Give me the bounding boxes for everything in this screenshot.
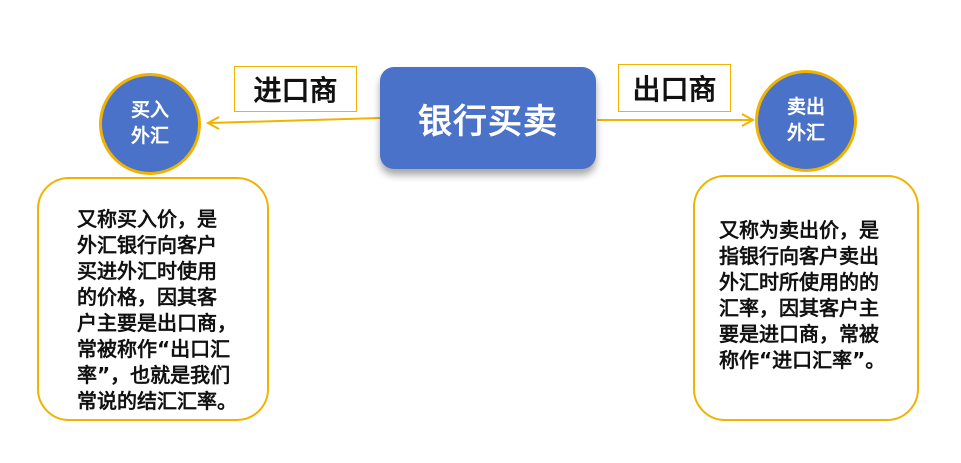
sell-desc-line: 要是进口商，常被 <box>719 322 879 346</box>
buy-rate-description: 又称买入价，是 外汇银行向客户 买进外汇时使用 的价格，因其客 户主要是出口商，… <box>37 177 269 421</box>
sell-desc-line: 称作“进口汇率”。 <box>719 348 886 372</box>
bank-trading-node: 银行买卖 <box>380 67 596 169</box>
sell-forex-line-2: 外汇 <box>786 122 825 144</box>
buy-desc-line: 外汇银行向客户 <box>77 233 217 257</box>
buy-desc-line: 常说的结汇汇率。 <box>77 389 237 413</box>
buy-desc-line: 的价格，因其客 <box>77 285 217 309</box>
sell-desc-line: 汇率，因其客户主 <box>719 296 879 320</box>
buy-forex-node: 买入 外汇 <box>99 73 201 175</box>
buy-forex-line-1: 买入 <box>130 99 169 122</box>
buy-desc-line: 率”，也就是我们 <box>77 363 231 387</box>
buy-desc-line: 又称买入价，是 <box>77 207 217 231</box>
sell-desc-line: 又称为卖出价，是 <box>719 218 879 242</box>
sell-forex-node: 卖出 外汇 <box>755 70 857 172</box>
importer-label-text: 进口商 <box>253 74 338 107</box>
arrow-to-buy-node <box>209 117 381 124</box>
arrowhead-left <box>205 116 220 130</box>
buy-desc-line: 常被称作“出口汇 <box>77 337 231 361</box>
importer-edge-label: 进口商 <box>234 66 357 112</box>
sell-forex-line-1: 卖出 <box>786 96 825 119</box>
arrowhead-right <box>741 113 756 127</box>
bank-trading-label: 银行买卖 <box>418 101 558 142</box>
buy-desc-line: 买进外汇时使用 <box>77 259 217 283</box>
sell-desc-line: 外汇时所使用的的 <box>719 270 879 294</box>
exporter-edge-label: 出口商 <box>618 64 731 112</box>
sell-desc-line: 指银行向客户卖出 <box>719 244 879 268</box>
buy-forex-line-2: 外汇 <box>130 125 169 147</box>
exporter-label-text: 出口商 <box>632 73 717 106</box>
buy-desc-line: 户主要是出口商， <box>77 311 237 335</box>
sell-rate-description: 又称为卖出价，是 指银行向客户卖出 外汇时所使用的的 汇率，因其客户主 要是进口… <box>693 175 919 421</box>
